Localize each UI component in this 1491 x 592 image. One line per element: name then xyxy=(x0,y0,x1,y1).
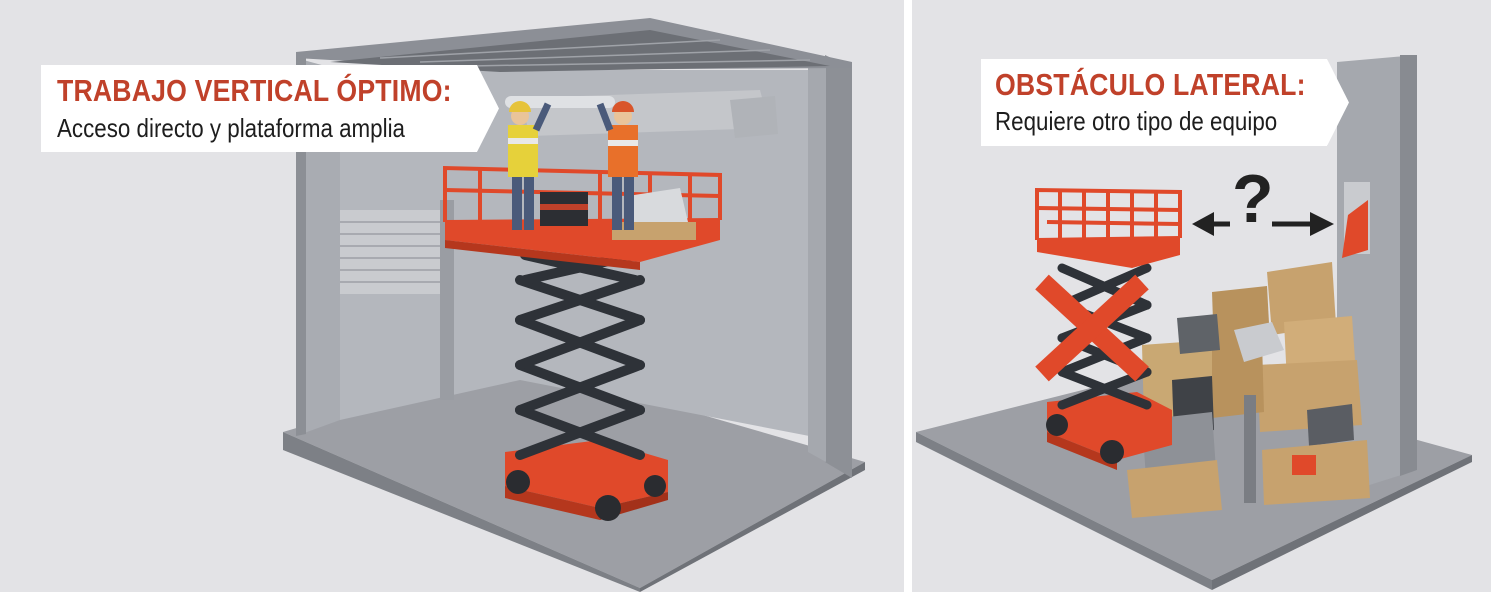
duct-piece xyxy=(628,188,688,222)
callout-optimal-vertical-work: TRABAJO VERTICAL ÓPTIMO: Acceso directo … xyxy=(41,65,499,152)
question-mark: ? xyxy=(1232,161,1274,237)
warehouse-bay-scene xyxy=(283,18,865,592)
roll-up-door xyxy=(340,210,440,294)
wheel xyxy=(506,470,530,494)
lift-base xyxy=(505,440,668,508)
panel-divider xyxy=(904,0,912,592)
callout-subtitle: Acceso directo y plataforma amplia xyxy=(57,113,405,143)
right-panel-lateral-obstacle: ? OBSTÁCULO LATERAL: Requiere otro tipo … xyxy=(912,0,1491,592)
right-wall xyxy=(825,55,852,478)
callout-title: OBSTÁCULO LATERAL: xyxy=(995,67,1306,102)
lift-platform xyxy=(1037,236,1180,268)
platform-railing xyxy=(1035,187,1182,240)
wheel xyxy=(644,475,666,497)
x-mark-icon xyxy=(1035,274,1149,382)
worker-right xyxy=(596,101,638,230)
ceiling-pipe xyxy=(505,96,615,108)
wheel xyxy=(595,495,621,521)
double-arrow-icon xyxy=(1192,212,1334,236)
worker-left xyxy=(508,101,552,230)
obstacle-scene xyxy=(916,55,1472,590)
left-panel-optimal-vertical-work: TRABAJO VERTICAL ÓPTIMO: Acceso directo … xyxy=(0,0,904,592)
crate-stack xyxy=(1127,262,1370,518)
left-wall xyxy=(296,58,340,436)
wheel xyxy=(1100,440,1124,464)
callout-title: TRABAJO VERTICAL ÓPTIMO: xyxy=(57,73,452,108)
callout-subtitle: Requiere otro tipo de equipo xyxy=(995,106,1278,136)
lift-base xyxy=(1047,392,1172,460)
callout-lateral-obstacle: OBSTÁCULO LATERAL: Requiere otro tipo de… xyxy=(981,59,1349,146)
wheel xyxy=(1046,414,1068,436)
